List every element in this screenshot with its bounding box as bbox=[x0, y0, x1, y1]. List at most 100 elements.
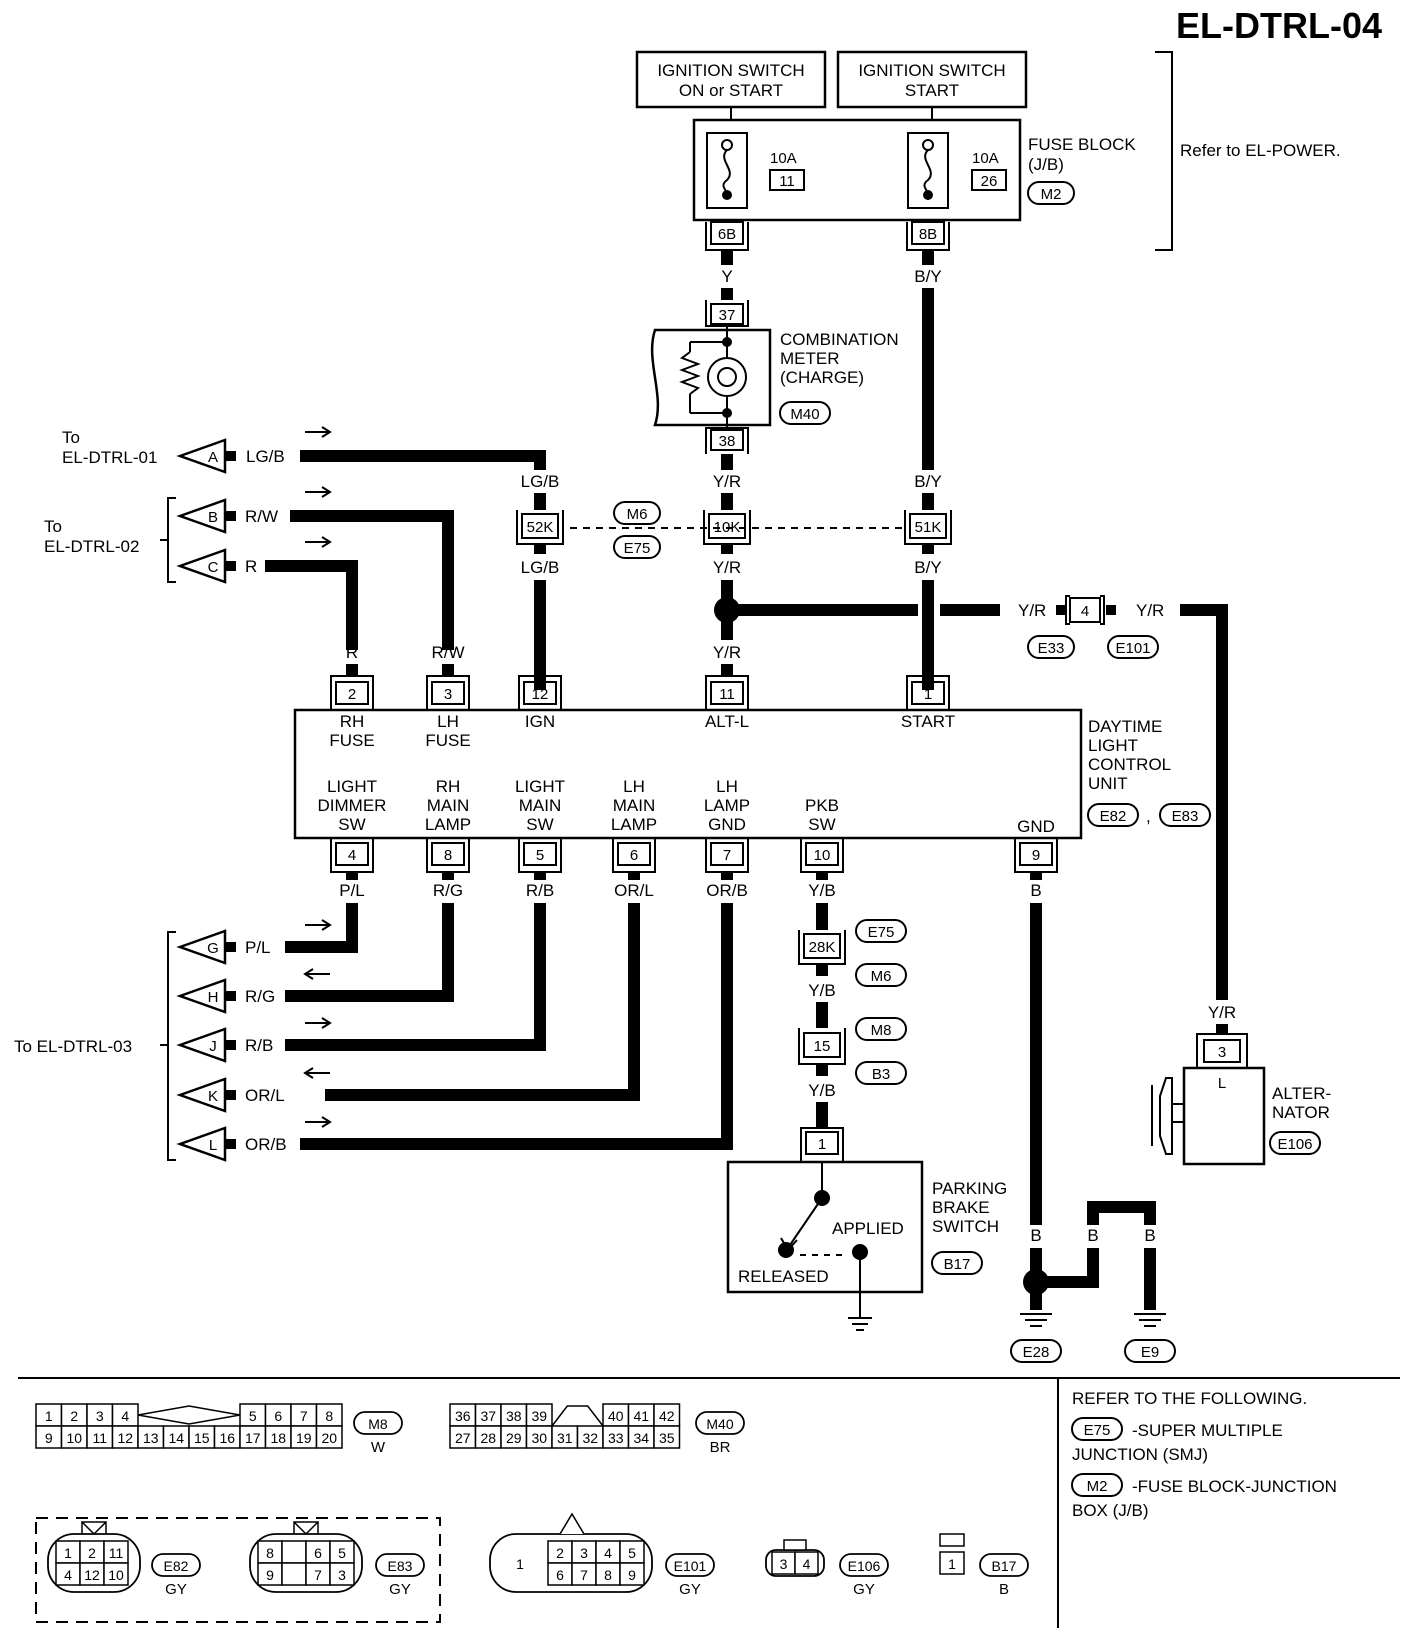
svg-text:4: 4 bbox=[348, 847, 356, 864]
svg-text:E101: E101 bbox=[1115, 640, 1150, 657]
pkb-joint-28k: 28K E75 M6 bbox=[798, 919, 907, 987]
svg-text:E82: E82 bbox=[1100, 808, 1127, 825]
svg-text:E75: E75 bbox=[624, 540, 651, 557]
svg-text:LIGHT: LIGHT bbox=[1088, 736, 1138, 755]
m8-pin-17-label: 17 bbox=[245, 1430, 261, 1446]
fuse-block: 10A 11 10A 26 FUSE BLOCK (J/B) M2 bbox=[692, 118, 1136, 222]
svg-text:2: 2 bbox=[348, 686, 356, 703]
m40-pin-39-label: 39 bbox=[531, 1408, 547, 1424]
e83-code-tag bbox=[375, 1553, 425, 1577]
svg-text:6B: 6B bbox=[718, 226, 736, 243]
svg-text:RH: RH bbox=[436, 777, 461, 796]
svg-text:MAIN: MAIN bbox=[519, 796, 562, 815]
svg-text:B: B bbox=[1144, 1226, 1155, 1245]
svg-text:OR/L: OR/L bbox=[614, 881, 654, 900]
e82-pin-12-label: 12 bbox=[84, 1567, 100, 1583]
svg-text:APPLIED: APPLIED bbox=[832, 1219, 904, 1238]
svg-text:R/W: R/W bbox=[431, 643, 464, 662]
svg-text:3: 3 bbox=[1218, 1044, 1226, 1061]
m8-pin-8-label: 8 bbox=[325, 1408, 333, 1424]
e83-pin-blank-top-cell bbox=[281, 1540, 307, 1564]
m40-pin-32-label: 32 bbox=[582, 1430, 598, 1446]
e101-pin-9-cell bbox=[619, 1562, 645, 1586]
svg-text:OR/L: OR/L bbox=[245, 1086, 285, 1105]
svg-text:K: K bbox=[208, 1088, 218, 1105]
e83-color: GY bbox=[389, 1581, 411, 1598]
e83-pin-3-label: 3 bbox=[338, 1567, 346, 1583]
svg-text:3: 3 bbox=[444, 686, 452, 703]
svg-text:(J/B): (J/B) bbox=[1028, 155, 1064, 174]
svg-text:START: START bbox=[905, 81, 959, 100]
svg-text:Y/B: Y/B bbox=[808, 881, 835, 900]
svg-text:B/Y: B/Y bbox=[914, 558, 941, 577]
e101-pin-9-label: 9 bbox=[628, 1567, 636, 1583]
svg-text:To: To bbox=[62, 428, 80, 447]
svg-text:R/G: R/G bbox=[245, 987, 275, 1006]
svg-text:REFER TO THE FOLLOWING.: REFER TO THE FOLLOWING. bbox=[1072, 1389, 1307, 1408]
svg-text:,: , bbox=[1146, 807, 1151, 826]
e106-pin-4-label: 4 bbox=[803, 1556, 811, 1572]
svg-text:Y/B: Y/B bbox=[808, 1081, 835, 1100]
m8-pin-1-label: 1 bbox=[45, 1408, 53, 1424]
m40-pin-40-label: 40 bbox=[608, 1408, 624, 1424]
e82-pin-11-label: 11 bbox=[109, 1545, 124, 1561]
e106-key bbox=[783, 1539, 807, 1551]
svg-text:PKB: PKB bbox=[805, 796, 839, 815]
e82-code-tag bbox=[151, 1553, 201, 1577]
combination-meter: 37 38 COMBINATION METER (CHARGE) M40 bbox=[650, 300, 899, 454]
joint-52k: 52K bbox=[516, 510, 564, 545]
m40-pin-42-label: 42 bbox=[659, 1408, 675, 1424]
svg-text:10: 10 bbox=[814, 847, 831, 864]
svg-text:M8: M8 bbox=[871, 1022, 892, 1039]
svg-text:LH: LH bbox=[716, 777, 738, 796]
m8-code: M8 bbox=[368, 1416, 388, 1432]
svg-text:7: 7 bbox=[723, 847, 731, 864]
svg-text:E106: E106 bbox=[1277, 1136, 1312, 1153]
dlcu-bottom-pins: 4 8 5 6 7 10 9 bbox=[330, 838, 1058, 873]
svg-text:R/B: R/B bbox=[245, 1036, 273, 1055]
svg-text:-FUSE BLOCK-JUNCTION: -FUSE BLOCK-JUNCTION bbox=[1132, 1477, 1337, 1496]
pin-8b: 8B bbox=[906, 221, 950, 251]
svg-text:28K: 28K bbox=[809, 939, 836, 956]
e101-pin-1: 1 bbox=[516, 1556, 524, 1572]
ignition-switch-start-box: IGNITION SWITCH START bbox=[836, 50, 1028, 109]
svg-text:ON or START: ON or START bbox=[679, 81, 783, 100]
svg-text:LG/B: LG/B bbox=[521, 558, 560, 577]
m40-pin-31-label: 31 bbox=[557, 1430, 573, 1446]
svg-text:5: 5 bbox=[536, 847, 544, 864]
daytime-light-control-unit: RH FUSE LH FUSE IGN ALT-L START LIGHT DI… bbox=[293, 708, 1211, 840]
svg-text:SWITCH: SWITCH bbox=[932, 1217, 999, 1236]
svg-text:E83: E83 bbox=[1172, 808, 1199, 825]
svg-text:L: L bbox=[1218, 1075, 1226, 1092]
e101-pin-7-label: 7 bbox=[580, 1567, 588, 1583]
svg-text:52K: 52K bbox=[527, 519, 554, 536]
svg-text:SW: SW bbox=[338, 815, 365, 834]
svg-text:JUNCTION (SMJ): JUNCTION (SMJ) bbox=[1072, 1445, 1208, 1464]
svg-text:B17: B17 bbox=[944, 1256, 971, 1273]
e83-pin-7-label: 7 bbox=[314, 1567, 322, 1583]
e101-pin-5-label: 5 bbox=[628, 1545, 636, 1561]
svg-text:COMBINATION: COMBINATION bbox=[780, 330, 899, 349]
svg-text:BRAKE: BRAKE bbox=[932, 1198, 990, 1217]
e101-code: E101 bbox=[674, 1558, 707, 1574]
m8-pin-3-label: 3 bbox=[96, 1408, 104, 1424]
svg-text:10A: 10A bbox=[972, 150, 999, 167]
svg-text:1: 1 bbox=[924, 686, 932, 703]
e83-code: E83 bbox=[388, 1558, 413, 1574]
svg-text:FUSE: FUSE bbox=[329, 731, 374, 750]
m8-pin-6-label: 6 bbox=[274, 1408, 282, 1424]
refer-following: REFER TO THE FOLLOWING. E75 -SUPER MULTI… bbox=[1071, 1389, 1337, 1520]
svg-text:To: To bbox=[44, 517, 62, 536]
m8-pin-19-label: 19 bbox=[296, 1430, 312, 1446]
m40-pin-36-label: 36 bbox=[455, 1408, 471, 1424]
e82-key bbox=[81, 1521, 107, 1536]
m8-color: W bbox=[371, 1439, 386, 1456]
svg-text:8B: 8B bbox=[919, 226, 937, 243]
e82-color: GY bbox=[165, 1581, 187, 1598]
m40-code-tag bbox=[695, 1411, 745, 1435]
m8-pin-15-label: 15 bbox=[194, 1430, 210, 1446]
b17-key bbox=[939, 1533, 965, 1547]
svg-text:LIGHT: LIGHT bbox=[327, 777, 377, 796]
svg-text:DIMMER: DIMMER bbox=[318, 796, 387, 815]
